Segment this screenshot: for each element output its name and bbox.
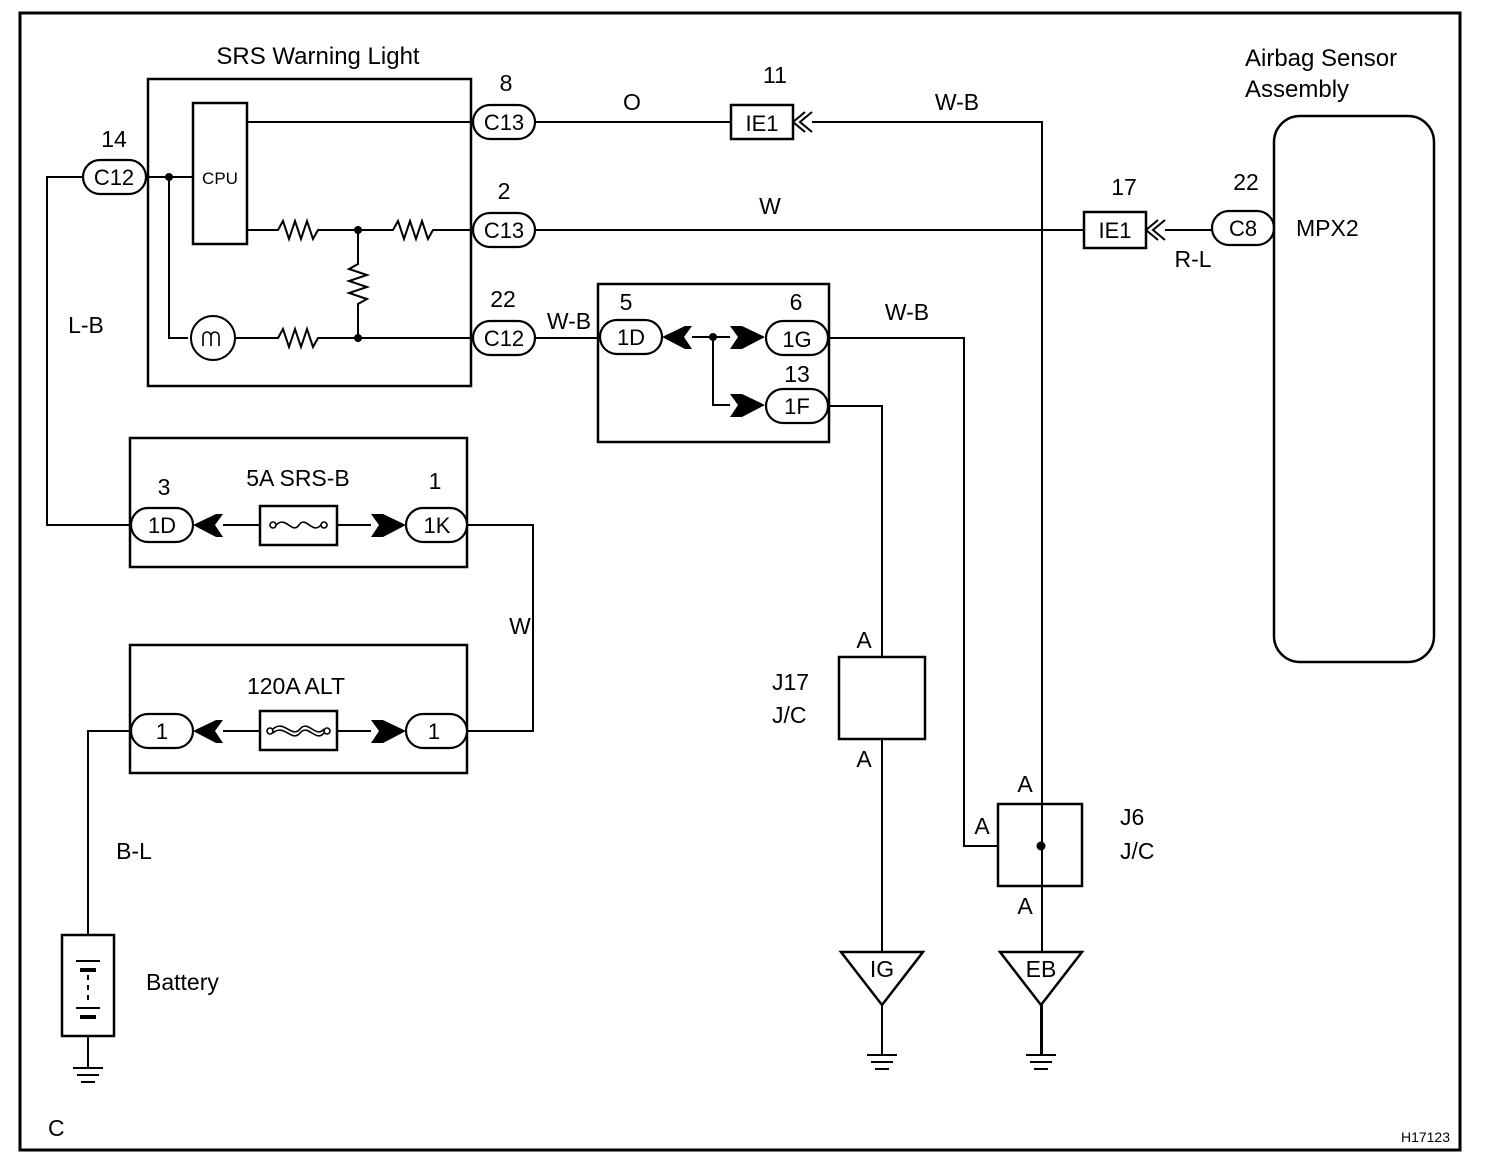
- wire-color-wb-top: W-B: [935, 89, 979, 115]
- connector-c12-left: 14 C12: [81, 126, 148, 196]
- connector-number: 17: [1111, 174, 1137, 200]
- connector-pin: 1: [428, 719, 440, 744]
- corner-label-c: C: [48, 1115, 65, 1141]
- ground-point-eb: EB: [997, 950, 1085, 1070]
- ground-eb-label: EB: [1026, 956, 1057, 982]
- j6-type: J/C: [1120, 838, 1155, 864]
- connector-number: 2: [498, 178, 511, 204]
- fuse-box-srs-b: 5A SRS-B 3 1D 1 1K: [128, 436, 469, 569]
- diagram-frame: [18, 11, 1462, 1152]
- connector-number: 22: [490, 286, 516, 312]
- ground-ig-label: IG: [870, 956, 894, 982]
- j6-bottom-pin: A: [1017, 893, 1033, 919]
- connector-number: 3: [158, 474, 171, 500]
- mpx2-label: MPX2: [1296, 215, 1359, 241]
- wire-color-w-mid: W: [759, 193, 781, 219]
- wire-color-o: O: [623, 89, 641, 115]
- connector-c13-top: 8 C13: [471, 70, 537, 141]
- junction-dot: [354, 334, 362, 342]
- warning-lamp-symbol: [190, 315, 236, 361]
- connector-number: 1: [429, 468, 442, 494]
- connector-pin: C8: [1229, 216, 1257, 241]
- fuse-box-120a-alt: 120A ALT 1 1: [128, 643, 469, 775]
- ground-point-ig: IG: [838, 950, 926, 1070]
- j17-bottom-pin: A: [856, 746, 872, 772]
- connector-c13-mid: 2 C13: [471, 178, 537, 249]
- junction-block: 5 1D 6 1G 13 1F: [596, 282, 831, 444]
- connector-ie1-mid: 17 IE1: [1082, 174, 1166, 250]
- junction-dot: [165, 173, 173, 181]
- connector-pin: IE1: [1098, 218, 1131, 243]
- airbag-sensor-title-line2: Assembly: [1245, 76, 1349, 103]
- j6-name: J6: [1120, 804, 1144, 830]
- connector-pin: 1D: [148, 513, 176, 538]
- wire-color-w-fuse: W: [509, 613, 531, 639]
- connector-pin: 1K: [424, 513, 451, 538]
- battery-symbol: [60, 933, 116, 1083]
- j17-name: J17: [772, 669, 809, 695]
- connector-pin: C12: [94, 165, 134, 190]
- airbag-sensor-box: [1272, 114, 1436, 664]
- wire-color-wb-12: W-B: [547, 308, 591, 334]
- connector-number: 13: [784, 361, 810, 387]
- connector-pin: C13: [484, 110, 524, 135]
- connector-c8: 22 C8: [1210, 169, 1276, 247]
- connector-pin: 1F: [784, 394, 810, 419]
- j6-top-pin: A: [1017, 771, 1033, 797]
- connector-pin: IE1: [745, 111, 778, 136]
- cpu-label: CPU: [202, 169, 238, 188]
- connector-ie1-top: 11 IE1: [729, 62, 813, 141]
- wire-color-lb: L-B: [68, 312, 104, 338]
- junction-connector-j6: A A A J6 J/C: [974, 771, 1154, 919]
- connector-number: 22: [1233, 169, 1259, 195]
- cpu-block: [191, 101, 249, 246]
- j17-type: J/C: [772, 702, 807, 728]
- junction-connector-j17: A A J17 J/C: [772, 627, 927, 772]
- j17-top-pin: A: [856, 627, 872, 653]
- connector-number: 8: [500, 70, 513, 96]
- fuse-alt-label: 120A ALT: [247, 673, 345, 699]
- srs-warning-light-title: SRS Warning Light: [216, 43, 420, 70]
- wire-color-wb-1g: W-B: [885, 299, 929, 325]
- connector-number: 14: [101, 126, 127, 152]
- wire-color-rl: R-L: [1174, 246, 1211, 272]
- diagram-reference-code: H17123: [1401, 1129, 1450, 1145]
- connector-number: 6: [790, 289, 803, 315]
- connector-pin: 1: [156, 719, 168, 744]
- connector-pin: C13: [484, 218, 524, 243]
- srs-warning-light: SRS Warning Light CPU: [146, 43, 473, 388]
- j6-left-pin: A: [974, 813, 990, 839]
- fuse-srs-b-symbol: [258, 504, 339, 547]
- fuse-srs-b-label: 5A SRS-B: [246, 465, 350, 491]
- airbag-sensor-assembly: Airbag Sensor Assembly MPX2: [1245, 45, 1436, 664]
- airbag-sensor-title-line1: Airbag Sensor: [1245, 45, 1397, 72]
- junction-dot: [354, 226, 362, 234]
- connector-c12-low: 22 C12: [471, 286, 537, 357]
- connector-number: 11: [763, 62, 787, 88]
- connector-number: 5: [620, 289, 633, 315]
- battery-label: Battery: [146, 969, 219, 995]
- wire-color-bl: B-L: [116, 838, 152, 864]
- connector-pin: 1G: [782, 327, 811, 352]
- connector-pin: 1D: [617, 325, 645, 350]
- connector-pin: C12: [484, 326, 524, 351]
